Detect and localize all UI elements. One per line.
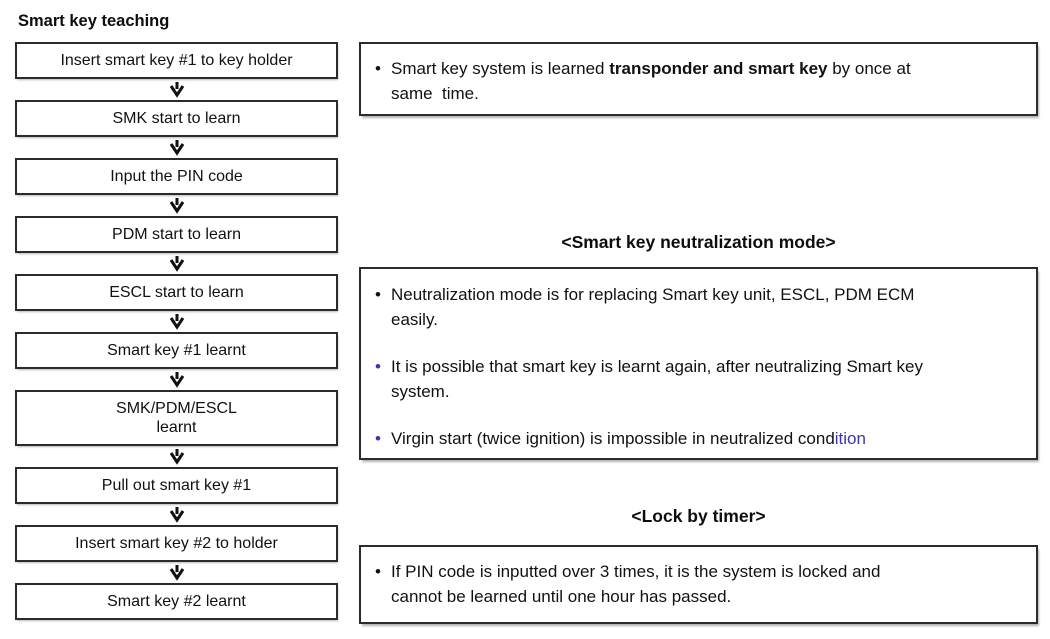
note-transponder: • Smart key system is learned transponde… <box>359 42 1038 116</box>
flow-step-escl-learn: ESCL start to learn <box>15 274 338 311</box>
arrow-down-icon <box>15 446 338 467</box>
arrow-down-icon <box>15 195 338 216</box>
note-text: If PIN code is inputted over 3 times, it… <box>391 562 881 606</box>
flow-step-smk-learn: SMK start to learn <box>15 100 338 137</box>
note-text-segment: by once at same time. <box>391 59 911 103</box>
note-bullet: • It is possible that smart key is learn… <box>375 354 1022 404</box>
notes-panel: • Smart key system is learned transponde… <box>359 0 1038 639</box>
bullet-icon: • <box>375 357 381 376</box>
note-text: Virgin start (twice ignition) is impossi… <box>391 426 866 451</box>
flow-step-insert-key1: Insert smart key #1 to key holder <box>15 42 338 79</box>
bullet-icon: • <box>375 429 381 448</box>
note-bullet: • Virgin start (twice ignition) is impos… <box>375 426 1022 451</box>
arrow-down-icon <box>15 504 338 525</box>
arrow-down-icon <box>15 79 338 100</box>
flow-step-insert-key2: Insert smart key #2 to holder <box>15 525 338 562</box>
note-text-blue-segment: ition <box>834 429 866 448</box>
flowchart: Smart key teaching Insert smart key #1 t… <box>15 11 338 620</box>
heading-neutralization-mode: <Smart key neutralization mode> <box>561 232 836 252</box>
note-text: It is possible that smart key is learnt … <box>391 357 923 401</box>
arrow-down-icon <box>15 253 338 274</box>
arrow-down-icon <box>15 137 338 158</box>
page-title: Smart key teaching <box>18 12 170 30</box>
flow-step-pull-out-key1: Pull out smart key #1 <box>15 467 338 504</box>
flow-step-input-pin: Input the PIN code <box>15 158 338 195</box>
bullet-icon: • <box>375 59 381 78</box>
note-lock-by-timer: • If PIN code is inputted over 3 times, … <box>359 545 1038 624</box>
flow-step-key2-learnt: Smart key #2 learnt <box>15 583 338 620</box>
note-text: Neutralization mode is for replacing Sma… <box>391 285 915 329</box>
bullet-icon: • <box>375 285 381 304</box>
arrow-down-icon <box>15 562 338 583</box>
note-bullet: • Neutralization mode is for replacing S… <box>375 282 1022 332</box>
note-text-bold-segment: transponder and smart key <box>609 59 828 78</box>
flow-step-key1-learnt: Smart key #1 learnt <box>15 332 338 369</box>
note-text-segment: Smart key system is learned <box>391 59 610 78</box>
bullet-icon: • <box>375 562 381 581</box>
arrow-down-icon <box>15 311 338 332</box>
note-text: Smart key system is learned transponder … <box>391 56 911 106</box>
heading-lock-by-timer: <Lock by timer> <box>631 506 766 526</box>
note-bullet: • Smart key system is learned transponde… <box>375 56 1022 106</box>
flow-step-smk-pdm-escl-learnt: SMK/PDM/ESCL learnt <box>15 390 338 446</box>
flow-step-pdm-learn: PDM start to learn <box>15 216 338 253</box>
note-bullet: • If PIN code is inputted over 3 times, … <box>375 559 1022 609</box>
note-text-segment: Virgin start (twice ignition) is impossi… <box>391 429 835 448</box>
note-neutralization: • Neutralization mode is for replacing S… <box>359 267 1038 460</box>
arrow-down-icon <box>15 369 338 390</box>
